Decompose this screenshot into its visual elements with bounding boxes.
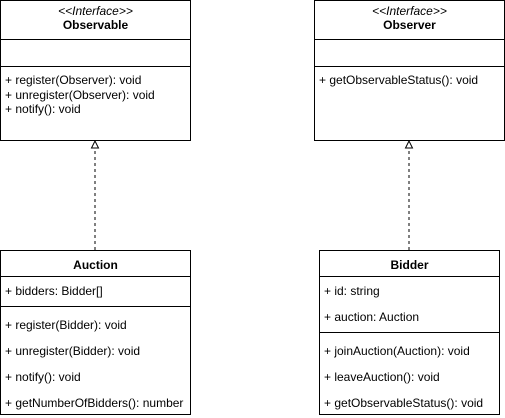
auction-realizes-observable-arrowhead [90,139,100,149]
bidder-realizes-observer-arrowhead [404,139,414,149]
bidder-attribute: + auction: Auction [324,310,420,324]
bidder-method: + joinAuction(Auction): void [324,344,470,358]
observable-stereotype: <<Interface>> [58,4,133,18]
auction-separator-2 [1,306,190,307]
auction-method: + unregister(Bidder): void [5,344,141,358]
observer-separator-1 [315,39,504,40]
observer-stereotype: <<Interface>> [372,4,447,18]
bidder-separator-2 [320,332,499,333]
auction-method: + notify(): void [5,370,81,384]
bidder-separator-1 [320,276,499,277]
observer-separator-2 [315,66,504,67]
auction-method: + getNumberOfBidders(): number [5,396,184,410]
auction-attribute: + bidders: Bidder[] [5,284,103,298]
bidder-method: + getObservableStatus(): void [324,396,484,410]
observable-method: + unregister(Observer): void [5,88,155,102]
bidder-method: + leaveAuction(): void [324,370,440,384]
auction-name: Auction [73,258,118,272]
auction-method: + register(Bidder): void [5,318,127,332]
observable-interface-box[interactable]: <<Interface>> Observable + register(Obse… [0,0,191,141]
auction-separator-1 [1,276,190,277]
observer-name: Observer [383,18,436,32]
bidder-attribute: + id: string [324,284,380,298]
observable-method: + register(Observer): void [5,73,142,87]
observer-method: + getObservableStatus(): void [319,73,479,87]
observable-name: Observable [62,18,129,32]
observable-separator-1 [1,39,190,40]
bidder-name: Bidder [390,258,429,272]
bidder-class-box[interactable]: Bidder + id: string + auction: Auction +… [319,250,500,415]
observable-method: + notify(): void [5,102,81,116]
auction-class-box[interactable]: Auction + bidders: Bidder[] + register(B… [0,250,191,415]
observable-separator-2 [1,66,190,67]
observer-interface-box[interactable]: <<Interface>> Observer + getObservableSt… [314,0,505,141]
